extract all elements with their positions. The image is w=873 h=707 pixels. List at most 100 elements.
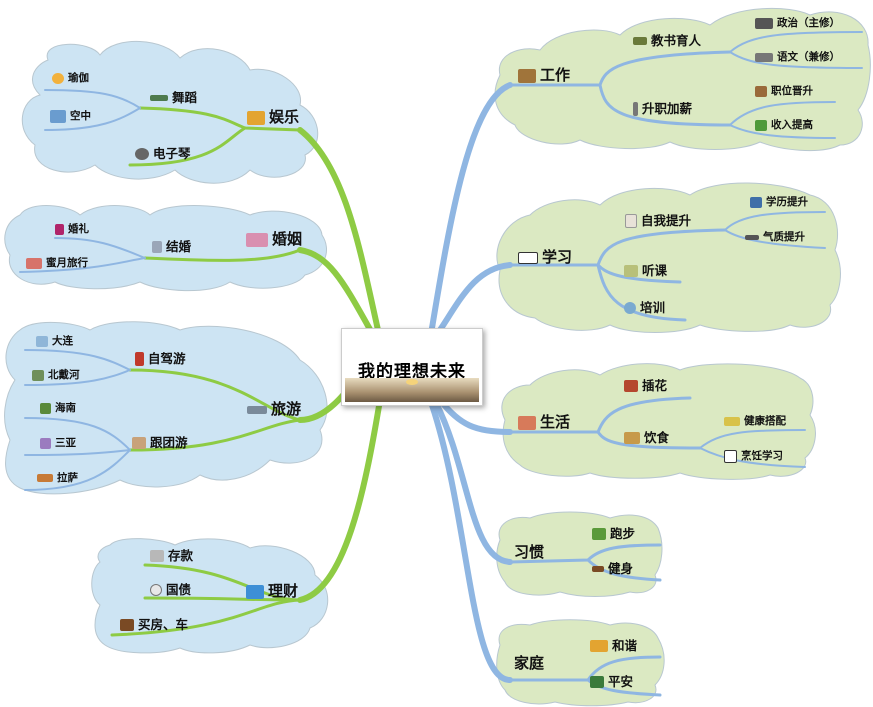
books-icon [633,37,647,46]
sailboat-icon [40,438,51,449]
topic-habit[interactable]: 习惯 [514,545,544,560]
connector-title [729,101,836,126]
connector-life [437,397,513,435]
topic-label: 北戴河 [48,369,80,382]
topic-selfimprove[interactable]: 自我提升 [625,214,691,228]
connector-wedding [143,248,302,262]
topic-travel[interactable]: 旅游 [247,402,301,417]
connector-degree [724,211,826,231]
topic-bonds[interactable]: 国债 [150,583,191,597]
palm-tree-icon [40,403,51,414]
chef-icon [724,450,737,463]
topic-label: 婚礼 [68,223,89,236]
topic-beidaihe[interactable]: 北戴河 [32,370,80,381]
connector-income [729,124,836,139]
cloud-travel [4,321,328,495]
hearts-icon [246,232,268,247]
cloud-entertainment [21,40,319,184]
book-icon [755,18,773,29]
topic-dalian[interactable]: 大连 [36,336,73,347]
topic-label: 娱乐 [269,108,300,126]
connector-air [44,107,141,131]
topic-label: 理财 [268,582,299,600]
topic-label: 存款 [168,548,194,563]
topic-sanya[interactable]: 三亚 [40,438,76,449]
weather-icon [52,73,64,84]
connector-house [110,598,302,637]
topic-selfdrive[interactable]: 自驾游 [135,352,186,366]
beach-icon [36,336,48,347]
connector-diet [596,430,702,450]
topic-label: 健身 [608,561,634,576]
topic-hainan[interactable]: 海南 [40,403,76,414]
topic-label: 和谐 [612,638,638,653]
topic-training[interactable]: 培训 [624,301,665,315]
connector-entertainment [297,127,381,333]
topic-family[interactable]: 家庭 [514,656,544,671]
topic-safety[interactable]: 平安 [590,675,633,689]
topic-income[interactable]: 收入提高 [755,120,813,131]
topic-air[interactable]: 空中 [50,110,91,123]
topic-honeymoon[interactable]: 蜜月旅行 [26,258,88,269]
topic-chinese[interactable]: 语文（兼修） [755,52,840,63]
connector-teaching [508,50,732,87]
connector-health [699,429,806,449]
traffic-light-icon [135,352,144,366]
topic-dance[interactable]: 舞蹈 [150,91,197,105]
connector-work [429,82,513,331]
topic-lhasa[interactable]: 拉萨 [37,473,78,484]
topic-lecture[interactable]: 听课 [624,263,668,278]
monitor-icon [246,584,264,599]
topic-yoga[interactable]: 瑜伽 [52,73,89,84]
connector-flowers [508,396,692,434]
topic-politics[interactable]: 政治（主修） [755,18,840,29]
topic-wedding[interactable]: 结婚 [152,240,191,254]
topic-entertainment[interactable]: 娱乐 [247,110,299,125]
topic-title[interactable]: 职位晋升 [755,86,813,97]
topic-label: 跟团游 [150,435,188,450]
topic-health[interactable]: 健康搭配 [724,416,786,427]
topic-label: 习惯 [514,543,545,561]
topic-cooking[interactable]: 烹饪学习 [724,450,783,463]
topic-harmony[interactable]: 和谐 [590,638,638,653]
connector-habit [433,400,513,565]
plant-icon [755,120,767,131]
cloud-marriage [4,205,327,292]
topic-temperament[interactable]: 气质提升 [745,232,805,243]
topic-label: 听课 [642,263,668,278]
flower-pot-icon [624,380,638,393]
topic-label: 婚姻 [272,230,303,248]
topic-label: 海南 [55,402,76,415]
hand-icon [625,214,637,228]
topic-label: 空中 [70,110,91,123]
worker-icon [518,68,536,83]
topic-study[interactable]: 学习 [518,250,572,265]
topic-teaching[interactable]: 教书育人 [633,34,701,48]
topic-work[interactable]: 工作 [518,68,570,83]
topic-finance[interactable]: 理财 [246,584,298,599]
topic-life[interactable]: 生活 [518,415,570,430]
topic-flowers[interactable]: 插花 [624,379,667,393]
topic-degree[interactable]: 学历提升 [750,197,808,208]
topic-label: 健康搭配 [744,415,786,427]
topic-diet[interactable]: 饮食 [624,431,669,445]
money-icon [150,550,164,563]
topic-ceremony[interactable]: 婚礼 [55,224,89,235]
topic-piano[interactable]: 电子琴 [135,147,191,161]
magnifier-icon [150,584,162,597]
pen-icon [745,234,759,240]
topic-house[interactable]: 买房、车 [120,618,188,632]
topic-fitness[interactable]: 健身 [592,561,634,576]
connector-beidaihe [24,369,131,386]
connector-family [429,402,513,683]
connector-selfdrive [128,368,302,422]
landscape-icon [32,370,44,381]
topic-label: 大连 [52,335,73,348]
central-topic[interactable]: 我的理想未来 [341,328,483,406]
topic-running[interactable]: 跑步 [592,527,635,541]
topic-group[interactable]: 跟团游 [132,435,188,450]
topic-promotion[interactable]: 升职加薪 [633,102,692,116]
topic-marriage[interactable]: 婚姻 [246,232,302,247]
topic-label: 气质提升 [763,231,805,243]
topic-deposit[interactable]: 存款 [150,548,194,563]
